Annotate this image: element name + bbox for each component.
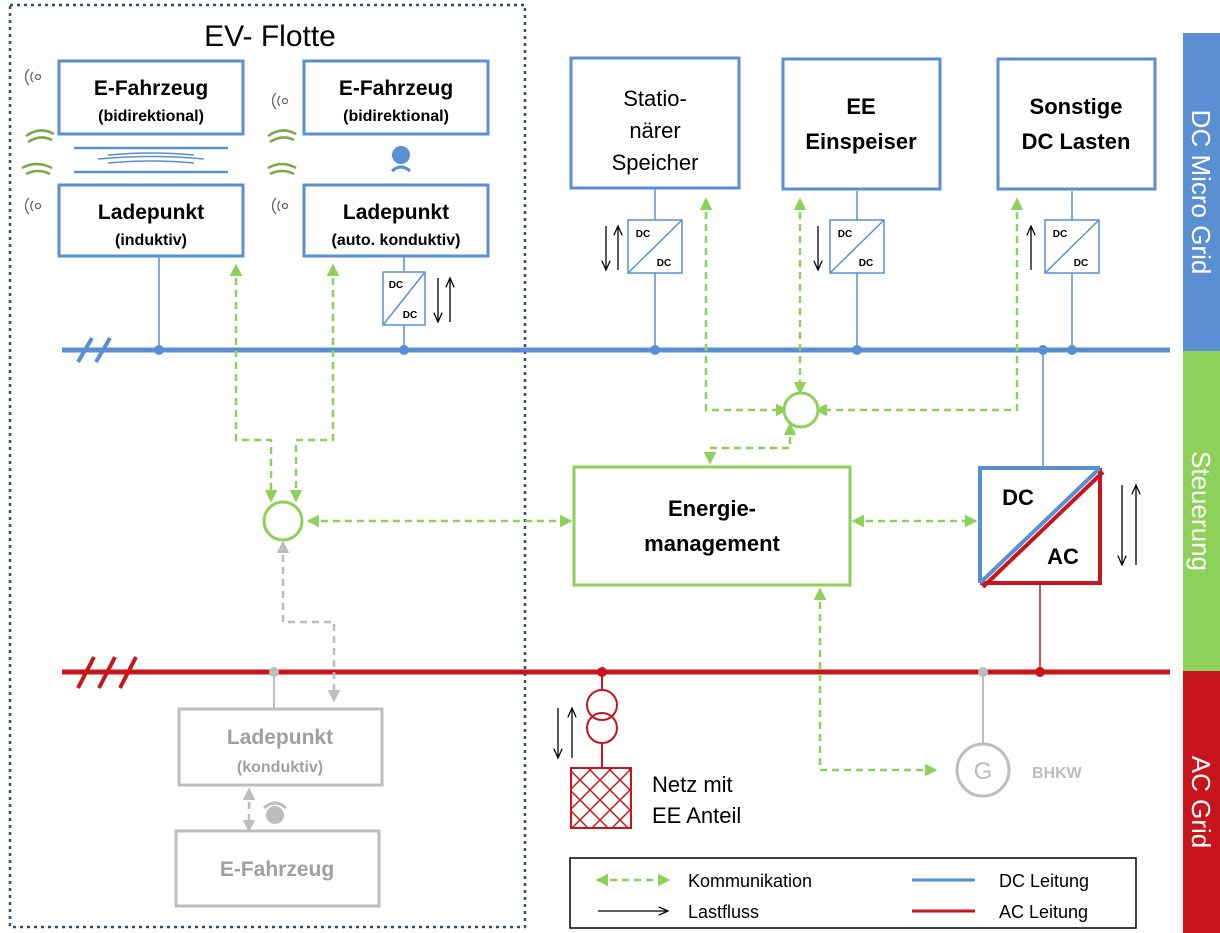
- ev2-title: E-Fahrzeug: [339, 77, 453, 100]
- dcdc-converter-4: DC DC: [1044, 219, 1100, 274]
- dcdc3-bottom: DC: [859, 258, 873, 269]
- band-ac-label: AC Grid: [1186, 756, 1216, 848]
- comm-hub-left: [262, 500, 304, 542]
- energy-line1: Energie-: [668, 496, 756, 521]
- ee-line1: EE: [846, 94, 875, 119]
- bhkw-label: BHKW: [1032, 765, 1083, 782]
- storage-line3: Speicher: [612, 150, 699, 175]
- band-steuerung-label: Steuerung: [1186, 451, 1216, 571]
- dcdc4-bottom: DC: [1074, 258, 1088, 269]
- other-dc-loads-box[interactable]: Sonstige DC Lasten: [996, 57, 1157, 191]
- ev-fleet-title: EV- Flotte: [204, 20, 336, 53]
- dcdc4-top: DC: [1053, 229, 1067, 240]
- ev3-title: E-Fahrzeug: [220, 858, 334, 881]
- ev-bidirectional-2[interactable]: E-Fahrzeug (bidirektional): [302, 59, 490, 136]
- dc-feeders: [158, 177, 1073, 468]
- ee-line2: Einspeiser: [805, 129, 917, 154]
- ladepunkt-auto-konduktiv[interactable]: Ladepunkt (auto. konduktiv): [302, 183, 490, 258]
- grid-label-1: Netz mit: [652, 772, 733, 797]
- storage-line2: närer: [629, 118, 680, 143]
- ee-feeder-box[interactable]: EE Einspeiser: [781, 57, 942, 191]
- dcdc3-top: DC: [838, 229, 852, 240]
- dcdc2-top: DC: [636, 229, 650, 240]
- plug-connector-inactive-icon: [262, 801, 288, 824]
- band-dc-micro-grid: [1183, 33, 1220, 351]
- lp-auto-title: Ladepunkt: [343, 201, 449, 224]
- inductive-coupling-icon: [74, 146, 228, 174]
- stationary-storage-box[interactable]: Statio- närer Speicher: [569, 56, 741, 190]
- legend: Kommunikation Lastfluss DC Leitung AC Le…: [569, 857, 1137, 929]
- lp-ind-sub: (induktiv): [115, 232, 187, 249]
- storage-line1: Statio-: [623, 86, 687, 111]
- dcdc-converter-1: DC DC: [382, 271, 426, 326]
- ev-fleet-frame: [8, 3, 527, 929]
- ac-bus: [62, 656, 1170, 689]
- transformer-icon: [586, 672, 618, 768]
- dcdc-converter-3: DC DC: [829, 219, 885, 274]
- dcdc1-bottom: DC: [403, 310, 417, 321]
- band-ac-grid: [1183, 671, 1220, 933]
- dc-ac-converter[interactable]: DC AC: [978, 466, 1105, 589]
- legend-communication: Kommunikation: [688, 871, 812, 891]
- generator-icon: [955, 742, 1011, 798]
- band-dc-label: DC Micro Grid: [1186, 110, 1216, 275]
- ev-bidirectional-1[interactable]: E-Fahrzeug (bidirektional): [57, 59, 245, 136]
- dcdc1-top: DC: [389, 280, 403, 291]
- dc-bus: [62, 336, 1170, 364]
- communication-lines: [229, 197, 1024, 777]
- grid-label-2: EE Anteil: [652, 803, 741, 828]
- ev1-sub: (bidirektional): [98, 108, 204, 125]
- legend-ac-line: AC Leitung: [999, 902, 1088, 922]
- wireless-signal-icons: [21, 68, 297, 215]
- side-bands: DC Micro Grid Steuerung AC Grid: [1183, 33, 1220, 933]
- communication-lines-inactive: [242, 540, 341, 833]
- legend-dc-line: DC Leitung: [999, 871, 1089, 891]
- lp-ind-title: Ladepunkt: [98, 201, 204, 224]
- other-line2: DC Lasten: [1022, 129, 1131, 154]
- converter-dc-label: DC: [1002, 485, 1034, 510]
- energy-line2: management: [644, 531, 780, 556]
- generator-symbol: G: [974, 758, 993, 785]
- ev1-title: E-Fahrzeug: [94, 77, 208, 100]
- ev2-sub: (bidirektional): [343, 108, 449, 125]
- comm-hub-right: [782, 391, 820, 429]
- lp-kond-sub: (konduktiv): [237, 759, 323, 776]
- plug-connector-icon: [391, 146, 411, 173]
- converter-ac-label: AC: [1047, 544, 1079, 569]
- dcdc2-bottom: DC: [657, 258, 671, 269]
- lp-auto-sub: (auto. konduktiv): [332, 232, 461, 249]
- ladepunkt-konduktiv[interactable]: Ladepunkt (konduktiv): [177, 707, 384, 787]
- ladepunkt-induktiv[interactable]: Ladepunkt (induktiv): [57, 183, 245, 258]
- ev-inactive[interactable]: E-Fahrzeug: [174, 829, 381, 908]
- dcdc-converter-2: DC DC: [627, 219, 683, 274]
- energy-management-box[interactable]: Energie- management: [572, 465, 852, 587]
- grid-symbol: [570, 767, 632, 829]
- band-steuerung: [1183, 351, 1220, 671]
- legend-load-flow: Lastfluss: [688, 902, 759, 922]
- lp-kond-title: Ladepunkt: [227, 726, 333, 749]
- other-line1: Sonstige: [1030, 94, 1123, 119]
